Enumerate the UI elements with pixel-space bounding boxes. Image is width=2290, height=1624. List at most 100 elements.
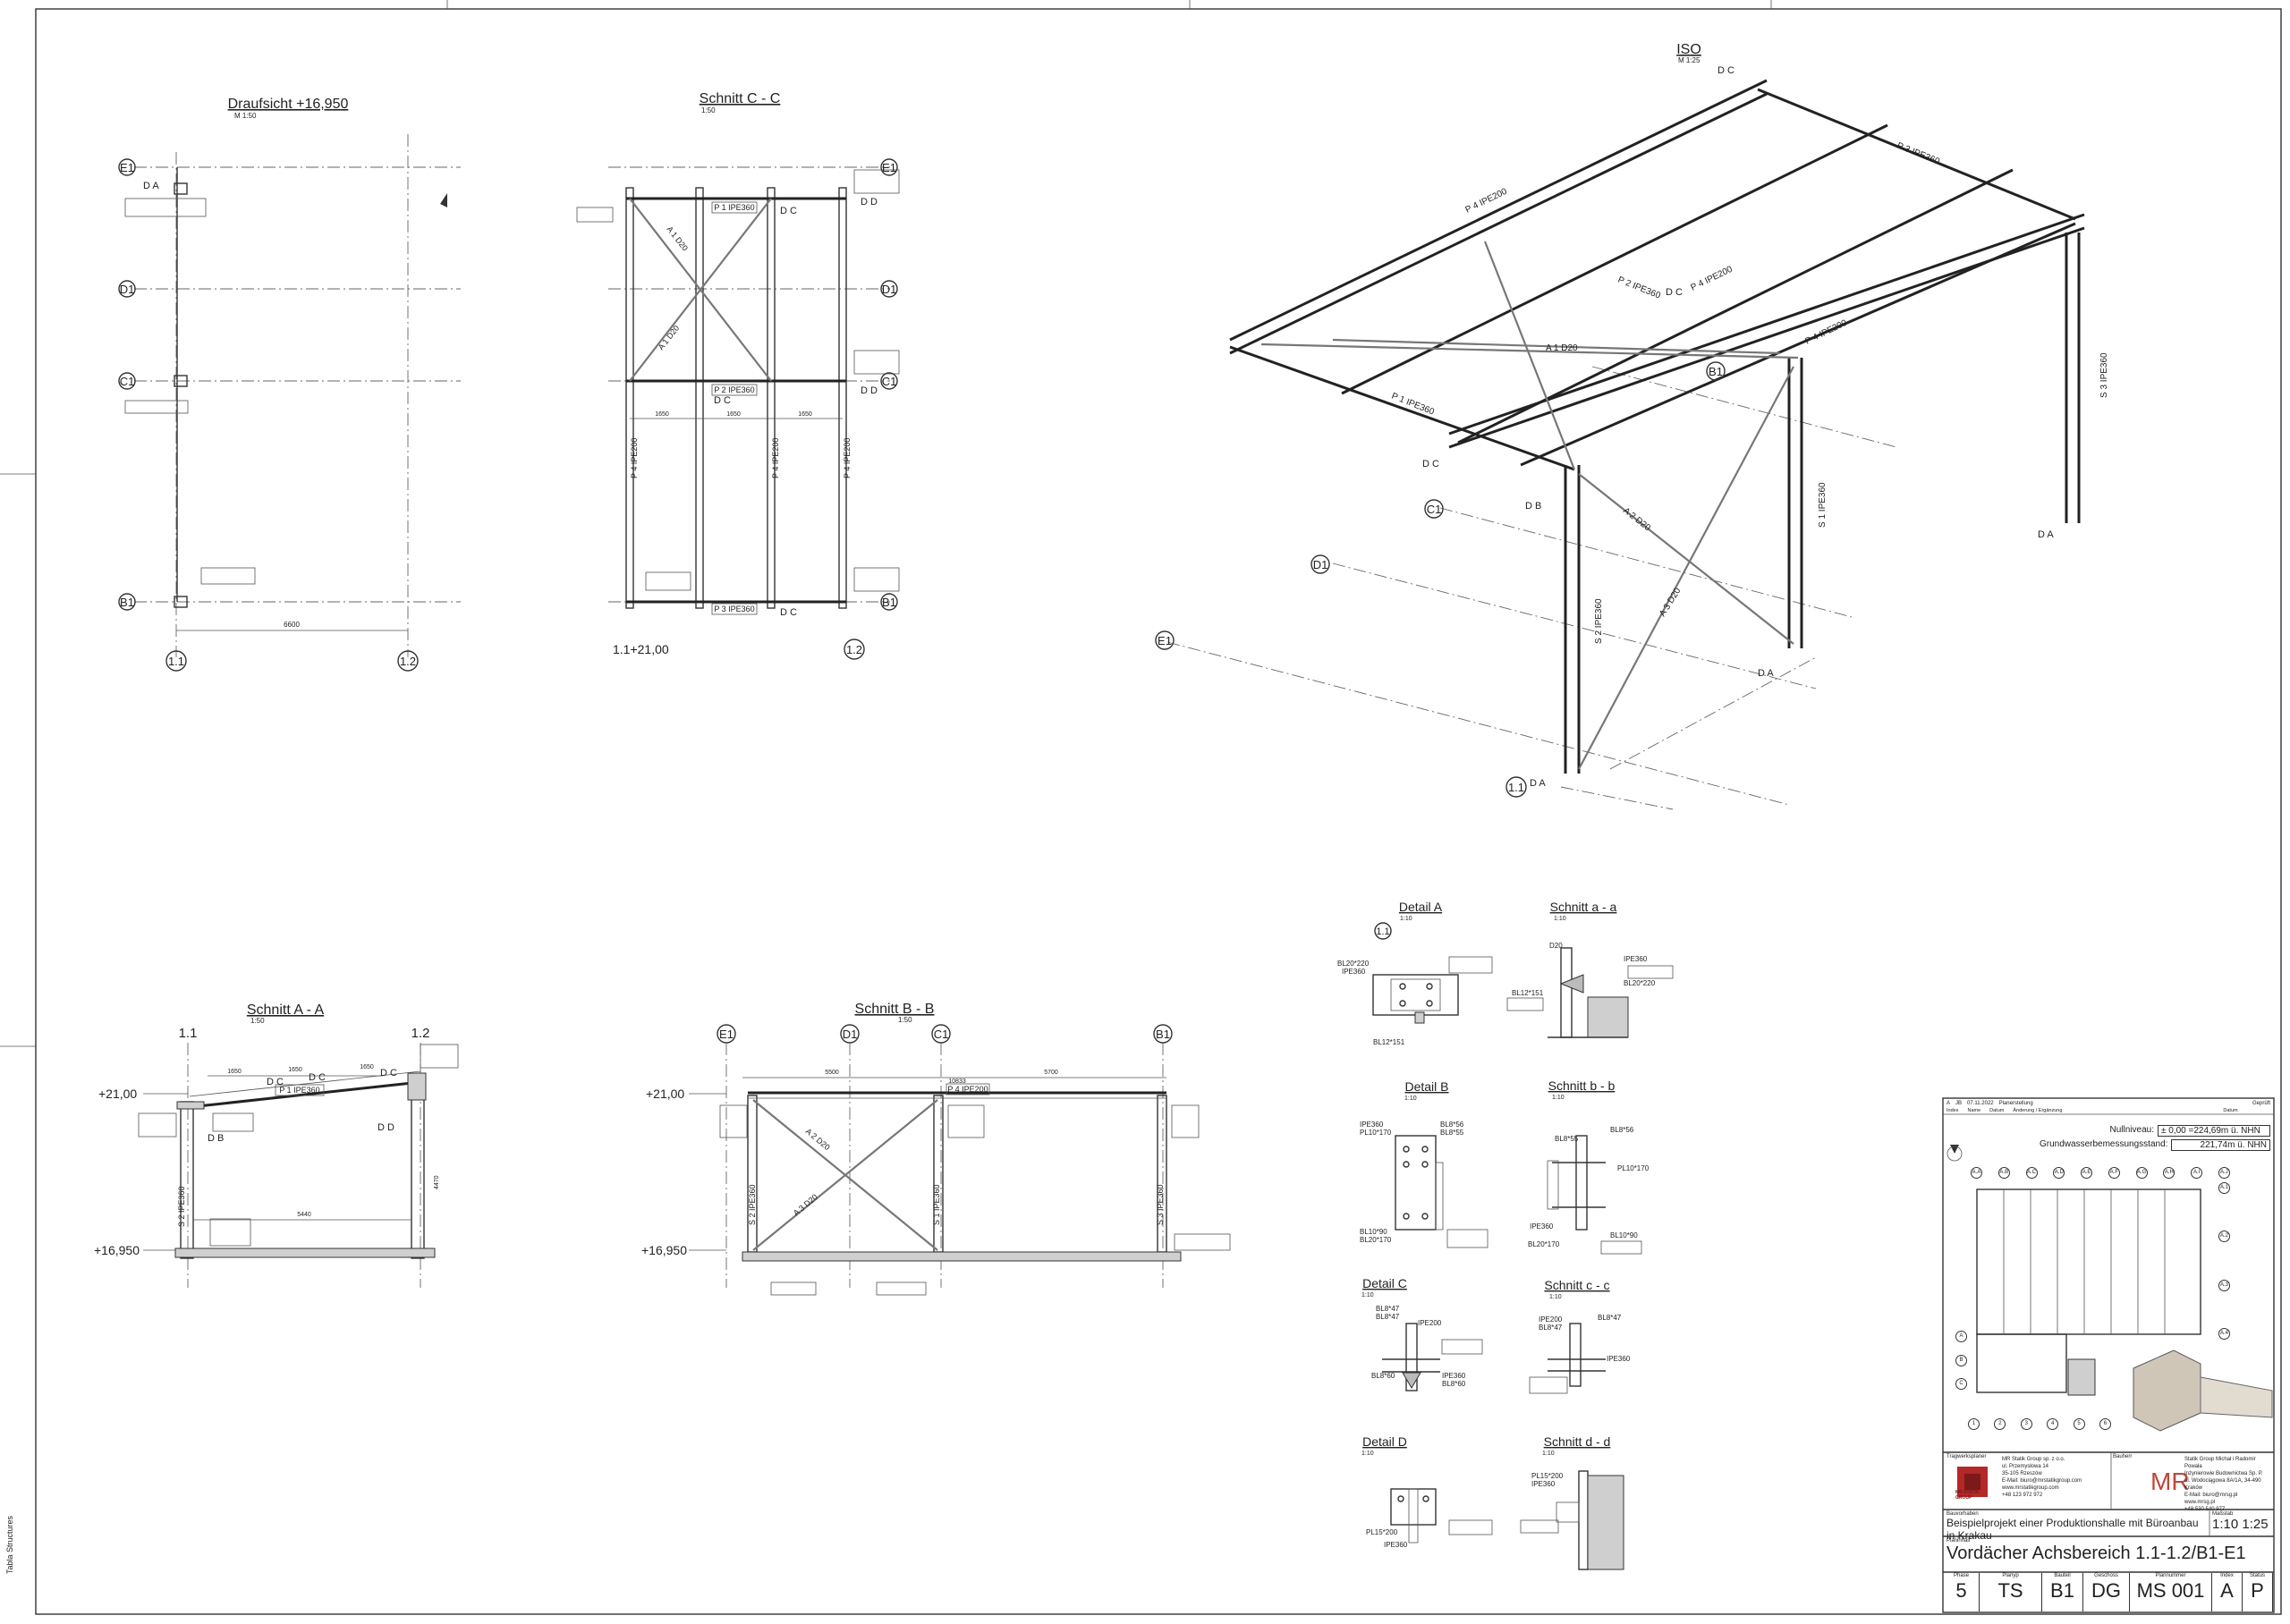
keyplan-right-axis-3: A.4 bbox=[2218, 1327, 2230, 1340]
keyplan-top-axis-0: A.A bbox=[1971, 1167, 1982, 1179]
iso-a1: A 1 D20 bbox=[1546, 343, 1578, 353]
section-cc-dc3: D C bbox=[780, 607, 797, 618]
cc-axis-b1: B1 bbox=[882, 596, 896, 609]
bb-axis-d1: D1 bbox=[843, 1028, 858, 1041]
company-line-5: +48 123 972 972 bbox=[2002, 1493, 2043, 1498]
levels-info: Nullniveau: ± 0,00 =224,69m ü. NHN Grund… bbox=[2040, 1125, 2270, 1151]
rev-header-name: Name bbox=[1967, 1108, 1981, 1113]
detail-bb-tag5: IPE360 bbox=[1530, 1222, 1554, 1231]
keyplan-bottom-axis-3: 4 bbox=[2047, 1418, 2059, 1430]
plan-axis-b1: B1 bbox=[120, 596, 134, 609]
detail-d-tag2: IPE360 bbox=[1384, 1541, 1408, 1549]
rev-name: JB bbox=[1955, 1101, 1963, 1106]
plan-cell-value: MS 001 bbox=[2136, 1579, 2205, 1602]
keyplan-right-axis-0: A.1 bbox=[2218, 1182, 2230, 1194]
keyplan-bottom-axis-0: 1 bbox=[1968, 1418, 1980, 1430]
keyplan-bottom-axis-4: 5 bbox=[2073, 1418, 2085, 1430]
section-cc-a1b: A 1 D20 bbox=[657, 324, 682, 351]
section-cc-title: Schnitt C - C bbox=[700, 91, 781, 106]
detail-cc-scale: 1:10 bbox=[1549, 1294, 1562, 1300]
plan-view: Draufsicht +16,950 M 1:50 6600 D A bbox=[124, 97, 461, 657]
plan-cell-value: A bbox=[2220, 1579, 2234, 1602]
section-cc: Schnitt C - C 1:50 1650 1650 1650 P 1 IP… bbox=[576, 91, 900, 618]
rev-header-change: Änderung / Ergänzung bbox=[2013, 1108, 2063, 1113]
detail-aa-d20: D20 bbox=[1549, 942, 1563, 950]
plan-cell-value: P bbox=[2251, 1579, 2264, 1602]
plan-axis-e1: E1 bbox=[120, 161, 134, 174]
detail-b-tag1: IPE360 bbox=[1360, 1121, 1384, 1129]
iso-p2: P 2 IPE360 bbox=[1616, 275, 1662, 301]
iso-axis-e1: E1 bbox=[1158, 634, 1172, 647]
iso-s3: S 3 IPE360 bbox=[2099, 352, 2109, 398]
iso-scale: M 1:25 bbox=[1678, 56, 1701, 64]
aa-dim-5: 4470 bbox=[434, 1175, 440, 1189]
iso-title: ISO bbox=[1676, 42, 1701, 57]
detail-cc-tag2: BL8*47 bbox=[1539, 1324, 1563, 1332]
detail-a-tag1: BL20*220 bbox=[1337, 960, 1370, 968]
detail-aa-ipe: IPE360 bbox=[1624, 955, 1648, 963]
plan-scale: M 1:50 bbox=[234, 112, 257, 120]
detail-b-tag6: BL20*170 bbox=[1360, 1236, 1392, 1244]
section-bb-scale: 1:50 bbox=[898, 1016, 912, 1024]
detail-bb-scale: 1:10 bbox=[1552, 1095, 1565, 1101]
iso-s1: S 1 IPE360 bbox=[1818, 482, 1828, 528]
detail-a-tag3: BL12*151 bbox=[1373, 1038, 1405, 1046]
detail-aa-scale: 1:10 bbox=[1554, 916, 1566, 922]
keyplan-top-axis-7: A.H bbox=[2163, 1167, 2176, 1179]
bb-axis-b1: B1 bbox=[1156, 1028, 1170, 1041]
keyplan-top-axis-5: A.F bbox=[2108, 1167, 2120, 1179]
bauherr: Bauherr Statik Group Michał i Radomir Po… bbox=[2113, 1454, 2272, 1512]
aa-p1: P 1 IPE360 bbox=[279, 1086, 319, 1095]
iso-da1: D A bbox=[2038, 529, 2054, 540]
plan-cell-header: Plannummer bbox=[2155, 1573, 2186, 1578]
detail-cc-tag4: IPE360 bbox=[1607, 1355, 1631, 1363]
detail-aa-bl20: BL20*220 bbox=[1624, 979, 1656, 987]
plan-axis-bubbles: E1 D1 C1 B1 1.1 1.2 bbox=[118, 158, 419, 672]
details-panel: Detail A 1:10 1.1 BL20*220 IPE360 BL12*1… bbox=[1337, 900, 1674, 1570]
title-block-frame: MR bbox=[1942, 1097, 2275, 1613]
iso-p4b: P 4 IPE200 bbox=[1689, 265, 1734, 293]
plan-cell-value: DG bbox=[2091, 1579, 2121, 1602]
section-cc-dd2: D D bbox=[861, 385, 878, 396]
detail-b-title: Detail B bbox=[1404, 1079, 1448, 1094]
detail-b-tag5: BL10*90 bbox=[1360, 1228, 1387, 1236]
detail-b-tag4: BL8*55 bbox=[1440, 1129, 1464, 1137]
plan-cell-header: Bauteil bbox=[2054, 1573, 2071, 1578]
bauherr-name: Statik Group Michał i Radomir Powała bbox=[2184, 1457, 2256, 1469]
section-cc-dim-3: 1650 bbox=[798, 411, 812, 418]
detail-dd-tag2: IPE360 bbox=[1531, 1480, 1556, 1488]
detail-c-tag5: BL8*60 bbox=[1442, 1380, 1466, 1388]
plan-cell-header: Geschoss bbox=[2094, 1573, 2118, 1578]
iso-p1: P 1 IPE360 bbox=[1390, 392, 1436, 418]
detail-d-scale: 1:10 bbox=[1361, 1451, 1374, 1457]
keyplan-top-axis-1: A.B bbox=[1997, 1167, 2010, 1179]
keyplan-top-axis-8: A.I bbox=[2191, 1167, 2203, 1179]
bb-a2: A 2 D20 bbox=[804, 1127, 832, 1152]
detail-aa-title: Schnitt a - a bbox=[1550, 900, 1617, 914]
keyplan-right-axis-2: A.3 bbox=[2218, 1279, 2230, 1291]
keyplan-left-axis-2: C bbox=[1955, 1378, 1967, 1390]
detail-c-tag3: IPE200 bbox=[1418, 1319, 1442, 1327]
section-cc-p1: P 1 IPE360 bbox=[714, 203, 754, 212]
rev-change: Planerstellung bbox=[1998, 1101, 2033, 1106]
aa-dim-4: 5440 bbox=[297, 1212, 311, 1218]
detail-a-title: Detail A bbox=[1399, 900, 1443, 914]
plan-cell-header: Status bbox=[2249, 1573, 2265, 1578]
detail-d-tag1: PL15*200 bbox=[1366, 1528, 1398, 1536]
section-cc-p3: P 3 IPE360 bbox=[714, 605, 754, 613]
bb-level-bottom: +16,950 bbox=[641, 1243, 687, 1257]
cc-level: 1.1+21,00 bbox=[613, 642, 669, 656]
bauherr-line-2: ul. Wodociągowa 8A/1A, 34-490 Kraków bbox=[2184, 1478, 2261, 1491]
bb-level-top: +21,00 bbox=[646, 1087, 684, 1101]
detail-cc-tag1: IPE200 bbox=[1539, 1315, 1563, 1324]
detail-cc-title: Schnitt c - c bbox=[1544, 1278, 1609, 1292]
company-line-2: 35-105 Rzeszów bbox=[2002, 1471, 2042, 1476]
section-cc-dim-1: 1650 bbox=[655, 411, 669, 418]
section-cc-p4b: P 4 IPE200 bbox=[771, 438, 780, 478]
bb-s2: S 2 IPE360 bbox=[748, 1184, 757, 1225]
